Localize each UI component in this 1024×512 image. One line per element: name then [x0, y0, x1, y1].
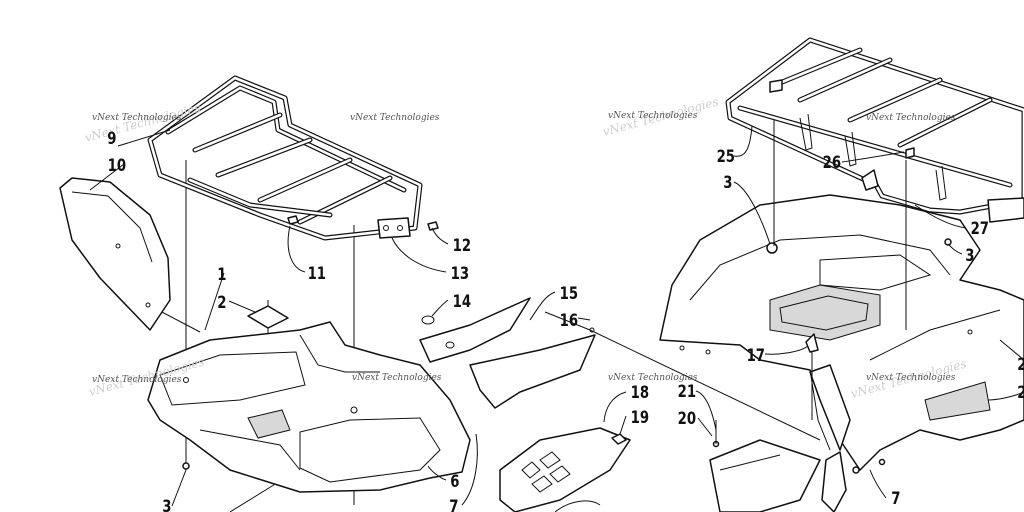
watermark-text: vNext Technologies [92, 113, 182, 123]
watermark-text: vNext Technologies [350, 113, 440, 123]
front-cargo-rack [147, 75, 423, 241]
rear-guide-lines [715, 120, 907, 444]
callout-labels: 9 10 1 2 11 12 13 14 15 16 3 6 7 18 19 2… [107, 128, 1024, 512]
callout-1: 1 [217, 264, 226, 284]
callout-11: 11 [308, 263, 326, 283]
watermark-text: vNext Technologies [866, 113, 956, 123]
front-fender-part [147, 321, 471, 493]
callout-3: 3 [965, 245, 974, 265]
fender-cap-part [247, 305, 289, 329]
callout-3: 3 [723, 172, 732, 192]
leader-lines [89, 125, 1024, 507]
callout-16: 16 [560, 310, 578, 330]
callout-9: 9 [107, 128, 116, 148]
callout-13: 13 [451, 263, 469, 283]
center-panel-part [499, 427, 631, 512]
watermark-text: vNext Technologies [866, 373, 956, 383]
callout-2-cut: 2 [1017, 354, 1024, 374]
watermark-text: vNext Technologies [352, 373, 442, 383]
side-trim-parts [419, 297, 596, 409]
watermark-text: vNext Technologies [92, 375, 182, 385]
callout-2-cut: 2 [1017, 382, 1024, 402]
watermark-text: vNext Technologies [608, 111, 698, 121]
callout-19: 19 [631, 407, 649, 427]
callout-6: 6 [450, 471, 459, 491]
rear-cargo-rack [725, 37, 1024, 223]
callout-3: 3 [162, 496, 171, 512]
callout-18: 18 [631, 382, 649, 402]
callout-12: 12 [453, 235, 471, 255]
rack-hardware [182, 215, 439, 470]
callout-15: 15 [560, 283, 578, 303]
callout-7: 7 [891, 488, 900, 508]
watermark-text: vNext Technologies [608, 373, 698, 383]
rear-lower-parts [709, 79, 991, 512]
side-panel-part [59, 177, 171, 331]
callout-26: 26 [823, 152, 841, 172]
callout-10: 10 [108, 155, 126, 175]
callout-25: 25 [717, 146, 735, 166]
rear-fender-part [659, 194, 1024, 474]
callout-17: 17 [747, 345, 765, 365]
callout-2: 2 [217, 292, 226, 312]
callout-20: 20 [678, 408, 696, 428]
callout-21: 21 [678, 381, 696, 401]
callout-14: 14 [453, 291, 471, 311]
callout-27: 27 [971, 218, 989, 238]
callout-7: 7 [449, 496, 458, 512]
